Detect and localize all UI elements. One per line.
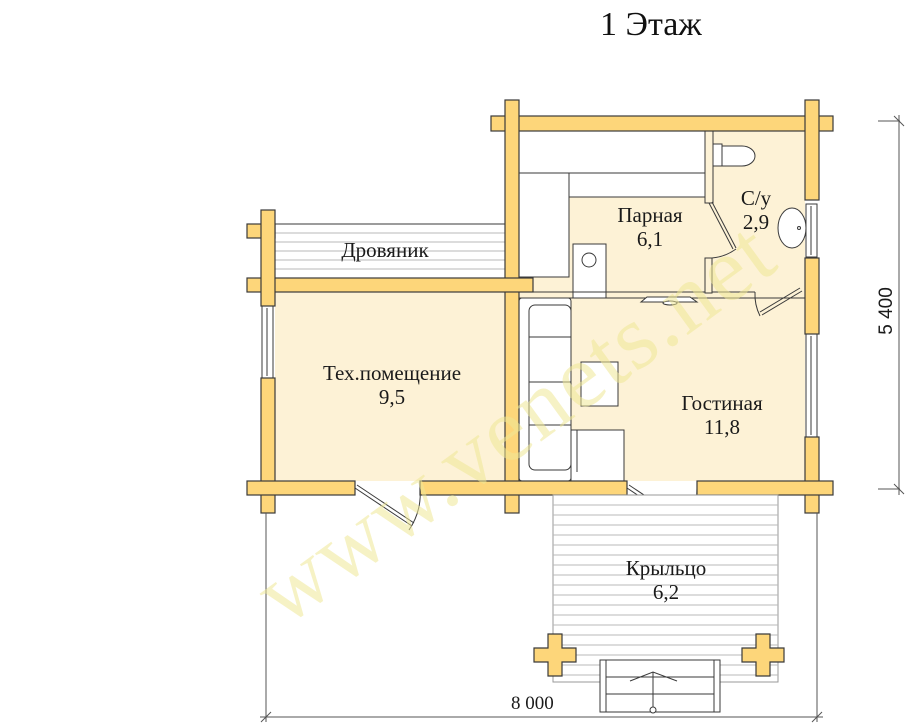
sofa-icon bbox=[518, 297, 625, 482]
door-tech bbox=[354, 484, 421, 531]
coffee-table-icon bbox=[580, 361, 619, 407]
room-label-su: С/у 2,9 bbox=[741, 186, 771, 234]
room-area: 6,1 bbox=[636, 227, 664, 251]
room-label-parnaya: Парная 6,1 bbox=[617, 203, 682, 251]
sink-icon bbox=[777, 207, 807, 249]
wall-left-lower bbox=[260, 377, 276, 514]
sauna-benches bbox=[518, 130, 706, 278]
page-title: 1 Этаж bbox=[600, 6, 702, 43]
room-area: 2,9 bbox=[742, 210, 770, 234]
tv-icon bbox=[639, 296, 699, 306]
wall-right-lower bbox=[804, 436, 820, 514]
sauna-stove-icon bbox=[572, 243, 607, 299]
toilet-icon bbox=[712, 143, 756, 167]
room-area: 6,2 bbox=[652, 580, 680, 604]
room-area: 11,8 bbox=[704, 415, 740, 439]
dimension-height-label: 5 400 bbox=[876, 287, 897, 335]
room-name: Парная bbox=[617, 203, 683, 227]
dimension-width-label: 8 000 bbox=[511, 693, 554, 714]
room-name: С/у bbox=[740, 186, 772, 210]
windows bbox=[261, 203, 818, 438]
room-name: Гостиная bbox=[681, 391, 763, 415]
room-label-kryltso: Крыльцо 6,2 bbox=[626, 556, 706, 604]
door-sauna bbox=[708, 201, 737, 259]
porch-post-left bbox=[533, 633, 577, 677]
porch-post-right bbox=[741, 633, 785, 677]
wall-left-upper bbox=[260, 209, 276, 307]
wall-center-vertical bbox=[504, 99, 520, 514]
porch-steps bbox=[599, 659, 721, 714]
room-label-gostinaya: Гостиная 11,8 bbox=[681, 391, 762, 439]
room-name: Тех.помещение bbox=[322, 361, 462, 385]
tech-room-fill bbox=[275, 292, 505, 481]
room-area: 9,5 bbox=[378, 385, 406, 409]
room-name: Крыльцо bbox=[625, 556, 707, 580]
room-name: Дровяник bbox=[341, 238, 429, 262]
room-label-tech: Тех.помещение 9,5 bbox=[323, 361, 461, 409]
dimension-lines bbox=[260, 115, 905, 723]
wall-bottom-2 bbox=[419, 480, 628, 496]
wall-middle-horizontal bbox=[246, 277, 534, 293]
door-su bbox=[754, 287, 803, 317]
wall-right-middle bbox=[804, 257, 820, 335]
room-label-drovyanik: Дровяник bbox=[341, 238, 428, 262]
porch-posts bbox=[533, 633, 785, 677]
wall-top bbox=[490, 115, 834, 132]
porch-deck bbox=[552, 494, 779, 683]
wall-right-upper bbox=[804, 99, 820, 201]
